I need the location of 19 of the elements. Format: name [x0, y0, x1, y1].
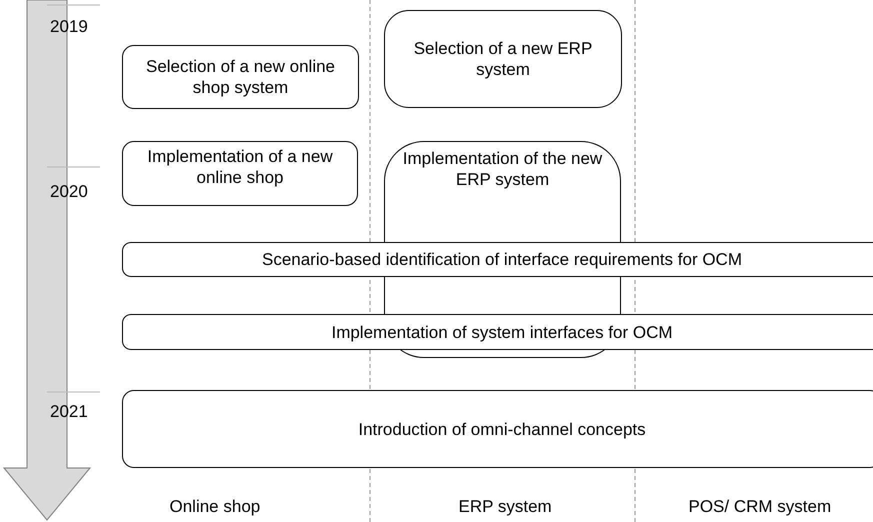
process-box	[122, 141, 358, 206]
process-bar	[122, 242, 873, 277]
step-text: Implementation of a new online shop	[146, 146, 334, 188]
year-label: 2020	[50, 182, 88, 202]
lane-label: Online shop	[170, 497, 260, 517]
process-bar	[122, 314, 873, 350]
step-text: Selection of a new online shop system	[146, 56, 336, 98]
process-box	[384, 10, 622, 108]
step-text: Scenario-based identification of interface requirements for OCM	[262, 249, 742, 270]
process-bar	[122, 390, 873, 468]
step-text: Implementation of the new ERP system	[402, 148, 602, 190]
step-text: Implementation of system interfaces for OCM	[331, 322, 673, 342]
step-text: Introduction of omni-channel concepts	[358, 418, 646, 440]
year-label: 2019	[50, 17, 88, 37]
lane-label: ERP system	[458, 497, 552, 517]
year-label: 2021	[50, 402, 88, 422]
step-text: Selection of a new ERP system	[412, 38, 594, 80]
lane-label: POS/ CRM system	[688, 497, 832, 517]
process-box	[122, 45, 359, 109]
